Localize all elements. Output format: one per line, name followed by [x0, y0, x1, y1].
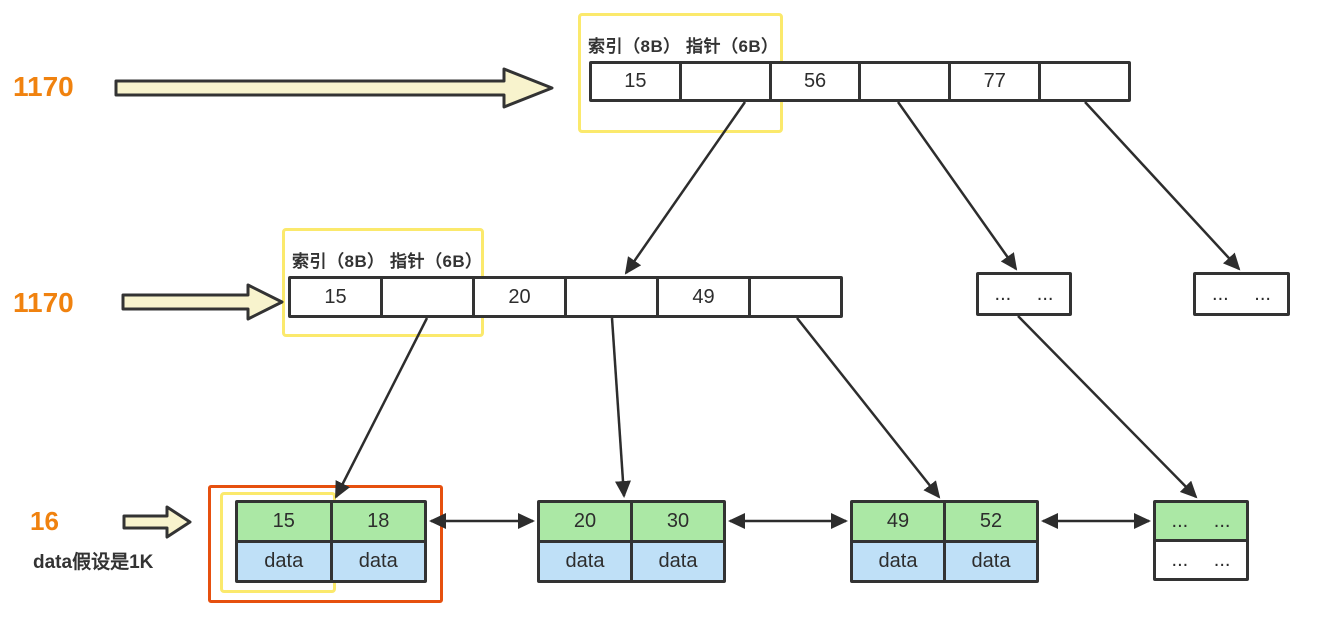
- pointer-cell: [1041, 64, 1128, 99]
- leaf-data-cell: data: [332, 543, 424, 580]
- root-capacity-label: 1170: [13, 71, 74, 102]
- root-node: 15 56 77: [589, 61, 1131, 102]
- leaf-data-cell: data: [238, 543, 330, 580]
- leaf-capacity-label: 16: [30, 506, 59, 536]
- internal-node-main: 15 20 49: [288, 276, 843, 318]
- leaf-page-highlight-box: [208, 485, 443, 603]
- arrow-internal-to-leaf-1: [334, 317, 429, 499]
- leaf-page-4-collapsed: ... ... ... ...: [1153, 500, 1249, 581]
- index-cell: 15: [291, 279, 380, 315]
- ellipsis-cell: ... ...: [1156, 542, 1246, 578]
- leaf-key-cell: 18: [332, 503, 424, 540]
- index-cell: 49: [659, 279, 748, 315]
- arrow-root-to-internal-collapsed-2: [1084, 101, 1241, 271]
- pointer-cell: [751, 279, 840, 315]
- leaf-data-size-note: data假设是1K: [33, 552, 154, 573]
- pointer-cell: [681, 64, 769, 99]
- ellipsis-cell: ... ...: [1156, 503, 1246, 539]
- leaf-data-cell: data: [633, 543, 723, 580]
- leaf-key-cell: 49: [853, 503, 943, 540]
- pointer-cell: [383, 279, 472, 315]
- internal-capacity-label: 1170: [13, 287, 74, 318]
- leaf-page-1: 15 18 data data: [235, 500, 427, 583]
- leaf-page-2: 20 30 data data: [537, 500, 726, 583]
- internal-node-collapsed-2: ... ...: [1193, 272, 1290, 316]
- ellipsis-cell: ... ...: [979, 275, 1069, 313]
- arrow-root-to-internal-collapsed-1: [896, 101, 1018, 271]
- index-cell: 77: [951, 64, 1039, 99]
- internal-cell-size-legend: 索引（8B） 指针（6B）: [292, 252, 483, 271]
- leaf-data-cell: data: [946, 543, 1036, 580]
- leaf-data-cell: data: [853, 543, 943, 580]
- capacity-arrow-root: [114, 67, 554, 109]
- root-cell-size-legend: 索引（8B） 指针（6B）: [588, 37, 779, 56]
- leaf-key-cell: 30: [633, 503, 723, 540]
- leaf-key-cell: 15: [238, 503, 330, 540]
- leaf-key-cell: 20: [540, 503, 630, 540]
- arrow-internal-to-leaf-3: [796, 317, 941, 499]
- leaf-page-3: 49 52 data data: [850, 500, 1039, 583]
- leaf-data-cell: data: [540, 543, 630, 580]
- index-cell: 20: [475, 279, 564, 315]
- pointer-cell: [567, 279, 656, 315]
- index-cell: 15: [592, 64, 679, 99]
- pointer-cell: [861, 64, 949, 99]
- capacity-arrow-internal: [121, 283, 284, 321]
- internal-node-collapsed-1: ... ...: [976, 272, 1072, 316]
- capacity-arrow-leaf: [122, 505, 192, 539]
- index-cell: 56: [771, 64, 859, 99]
- arrow-collapsed1-to-leaf-4: [1017, 315, 1198, 499]
- ellipsis-cell: ... ...: [1196, 275, 1287, 313]
- arrow-internal-to-leaf-2: [610, 317, 631, 498]
- leaf-key-cell: 52: [946, 503, 1036, 540]
